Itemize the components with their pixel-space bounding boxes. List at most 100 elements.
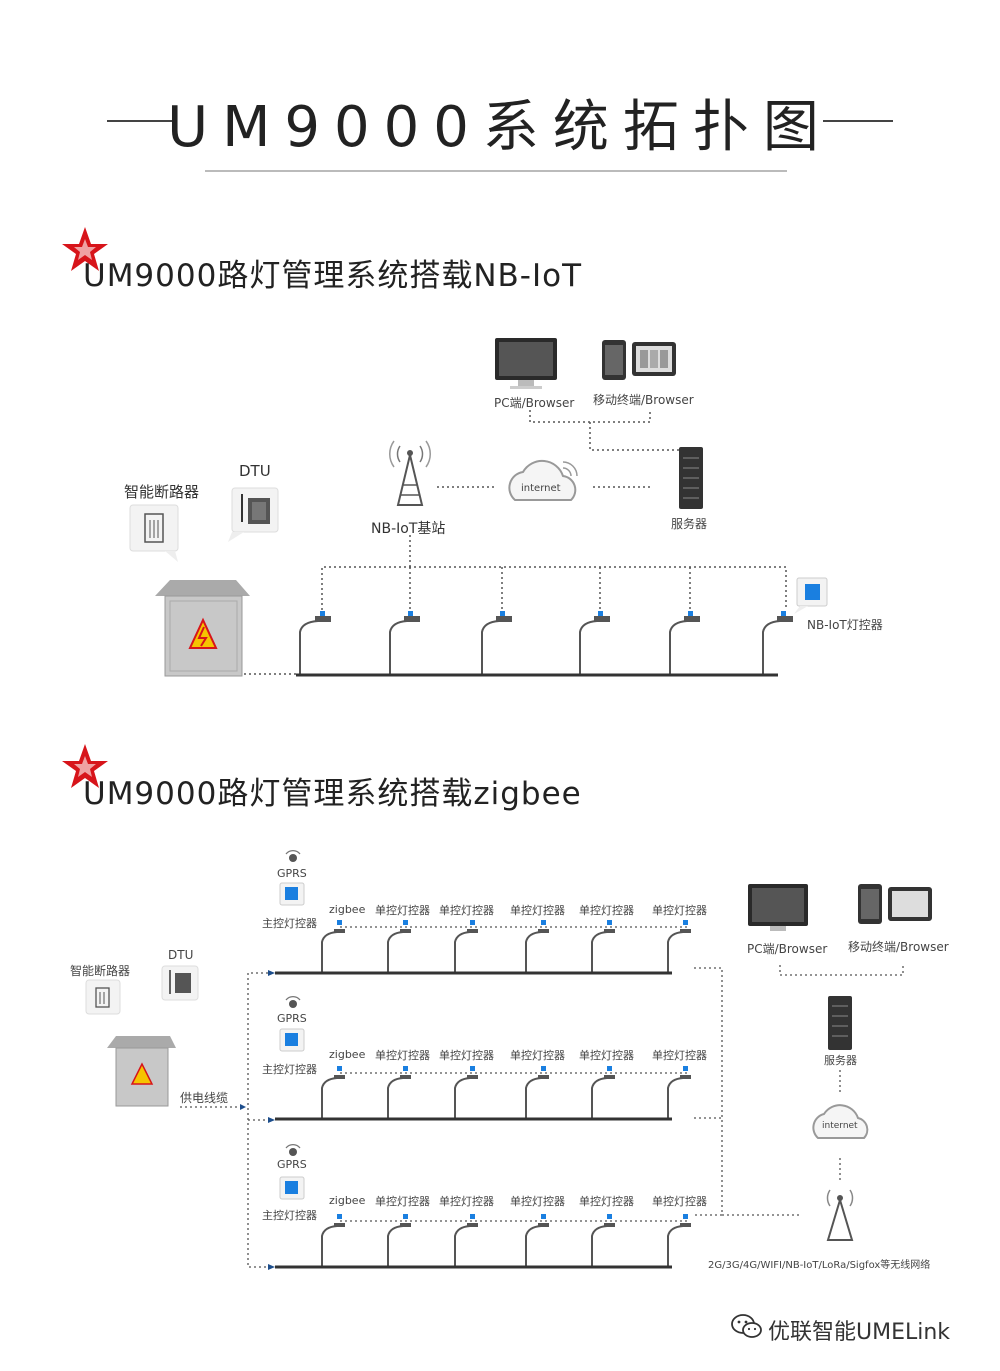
single-controller-label: 单控灯控器 [439,1049,494,1062]
dtu-label: DTU [168,948,194,962]
server-icon [679,447,703,509]
street-light [525,1225,542,1266]
lamp-head [680,1223,691,1227]
single-controller-label: 单控灯控器 [652,1195,707,1208]
basestation-label: NB-IoT基站 [371,521,446,537]
lamp-controller-chip [470,1214,475,1219]
star-icon [62,744,108,788]
dtu-bubble-icon [161,965,199,1001]
single-controller-label: 单控灯控器 [652,904,707,917]
single-controller-label: 单控灯控器 [439,1195,494,1208]
street-light [389,611,420,674]
zigbee-label: zigbee [329,903,366,916]
street-light [481,611,512,674]
lamp-controller-chip [470,920,475,925]
street-light [669,611,700,674]
gprs-wave [285,850,301,855]
power-cabinet-icon [107,1036,176,1107]
section2-heading: UM9000路灯管理系统搭载zigbee [83,776,582,812]
internet-label: internet [521,483,561,494]
street-light [667,1077,684,1118]
street-light [667,931,684,972]
nbiot-controller-bubble-icon [794,577,828,614]
lamp-head [538,1075,549,1079]
dtu-label: DTU [239,462,271,480]
gprs-wave [285,996,301,1001]
breaker-bubble-icon [85,979,121,1015]
lamp-head [400,1075,411,1079]
street-light [762,611,793,674]
cell-tower-icon [389,440,431,506]
star-icon [62,227,108,271]
gprs-antenna-icon [289,1000,297,1008]
lamp-head [334,929,345,933]
cell-tower-icon [826,1189,854,1241]
network-label: 2G/3G/4G/WIFI/NB-IoT/LoRa/Sigfox等无线网络 [708,1260,931,1271]
single-controller-label: 单控灯控器 [439,904,494,917]
lamp-head [467,1223,478,1227]
street-light [321,1225,338,1266]
lamp-head [604,1223,615,1227]
street-light [591,1077,608,1118]
mobile-devices-icon [602,340,676,380]
cable-label: 供电线缆 [180,1091,229,1105]
lamp-head [467,1075,478,1079]
server-label: 服务器 [824,1054,857,1067]
page-title: UM9000系统拓扑图 [167,95,833,160]
gprs-antenna-icon [289,854,297,862]
lamp-controller-chip [541,1214,546,1219]
breaker-label: 智能断路器 [124,483,200,501]
server-icon [828,996,852,1050]
section1-heading: UM9000路灯管理系统搭载NB-IoT [83,258,583,294]
street-light [454,931,471,972]
dtu-bubble-icon [228,487,279,542]
zigbee-label: zigbee [329,1048,366,1061]
street-lights [296,611,793,677]
lamp-controller-chip [403,920,408,925]
breaker-bubble-icon [129,504,179,562]
single-controller-label: 单控灯控器 [510,1049,565,1062]
watermark-text: 优联智能UMELink [768,1320,951,1345]
gprs-label: GPRS [277,1012,307,1025]
lamp-controller-chip [683,920,688,925]
wechat-icon [731,1314,762,1338]
internet-label: internet [822,1121,858,1131]
lamp-controller-chip [683,1066,688,1071]
master-controller-label: 主控灯控器 [262,1063,317,1076]
gprs-antenna-icon [289,1148,297,1156]
lamp-head [400,1223,411,1227]
zigbee-label: zigbee [329,1194,366,1207]
lamp-head [467,929,478,933]
lamp-controller-chip [607,1066,612,1071]
mobile-label: 移动终端/Browser [848,940,949,954]
lamp-head [538,929,549,933]
single-controller-label: 单控灯控器 [579,904,634,917]
lamp-head [604,929,615,933]
single-controller-label: 单控灯控器 [652,1049,707,1062]
street-light [591,1225,608,1266]
single-controller-label: 单控灯控器 [375,904,430,917]
breaker-label: 智能断路器 [70,964,131,978]
street-light [321,1077,338,1118]
lamp-head [538,1223,549,1227]
master-controller-label: 主控灯控器 [262,1209,317,1222]
server-label: 服务器 [671,517,708,531]
mobile-devices-icon [858,884,932,924]
street-light [387,1225,404,1266]
gprs-label: GPRS [277,867,307,880]
pc-label: PC端/Browser [747,942,828,956]
master-controller-label: 主控灯控器 [262,917,317,930]
lamp-controller-chip [470,1066,475,1071]
lamp-head [604,1075,615,1079]
single-controller-label: 单控灯控器 [375,1049,430,1062]
nbiot-controller-label: NB-IoT灯控器 [807,618,883,632]
pc-monitor-icon [495,338,557,389]
master-controller-chip [285,1033,298,1046]
lamp-controller-chip [607,920,612,925]
gprs-wave [285,1144,301,1149]
lamp-controller-chip [541,1066,546,1071]
nbiot-diagram [129,338,828,677]
lamp-controller-chip [403,1066,408,1071]
street-light [299,611,331,674]
lamp-controller-chip [337,920,342,925]
